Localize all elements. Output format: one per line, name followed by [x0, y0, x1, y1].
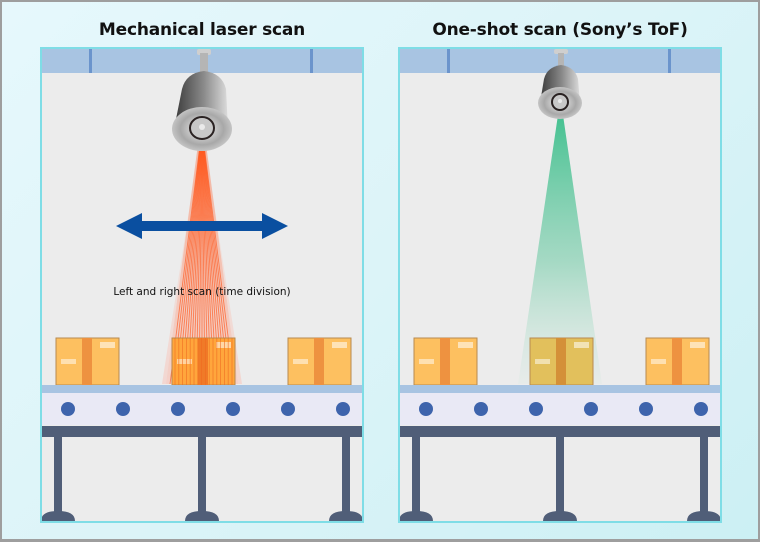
roller-icon	[639, 402, 653, 416]
conveyor-belt	[42, 385, 362, 393]
box-tape	[198, 338, 208, 385]
conveyor-leg	[412, 437, 420, 517]
left-panel-title: Mechanical laser scan	[98, 20, 306, 40]
conveyor-foot	[185, 511, 219, 521]
box-label	[651, 359, 666, 364]
roller-icon	[529, 402, 543, 416]
right-panel-title: One-shot scan (Sony’s ToF)	[432, 20, 688, 40]
conveyor-leg	[556, 437, 564, 517]
ceiling-post	[668, 49, 671, 73]
ceiling-post	[310, 49, 313, 73]
box-group	[55, 337, 352, 386]
conveyor-frame	[400, 426, 720, 437]
box-label	[332, 342, 347, 348]
box-label	[419, 359, 434, 364]
camera-icon	[172, 49, 232, 151]
box-label	[458, 342, 473, 348]
camera-icon	[538, 49, 582, 119]
conveyor-body	[400, 393, 720, 425]
box-label	[61, 359, 76, 364]
box-group	[413, 337, 710, 386]
conveyor-belt	[400, 385, 720, 393]
box-label	[690, 342, 705, 348]
box-label	[100, 342, 115, 348]
box-tape	[314, 338, 324, 385]
conveyor-foot	[329, 511, 362, 521]
box-tape	[672, 338, 682, 385]
box-icon	[55, 337, 120, 386]
roller-icon	[171, 402, 185, 416]
conveyor-foot	[400, 511, 433, 521]
left-panel: Left and right scan (time division)	[40, 47, 364, 523]
box-icon	[413, 337, 478, 386]
roller-icon	[281, 402, 295, 416]
ceiling-post	[447, 49, 450, 73]
ceiling-post	[89, 49, 92, 73]
box-label	[535, 359, 550, 364]
left-right-arrow-icon	[116, 213, 288, 239]
conveyor-leg	[198, 437, 206, 517]
tof-beam	[518, 115, 602, 384]
conveyor-foot	[687, 511, 720, 521]
roller-icon	[474, 402, 488, 416]
box-tape	[82, 338, 92, 385]
conveyor-leg	[342, 437, 350, 517]
scan-annotation: Left and right scan (time division)	[113, 286, 291, 298]
roller-icon	[116, 402, 130, 416]
box-icon	[645, 337, 710, 386]
right-scene	[400, 49, 720, 521]
left-scene	[42, 49, 362, 521]
box-icon	[529, 337, 594, 386]
box-icon	[287, 337, 352, 386]
conveyor-foot	[543, 511, 577, 521]
conveyor-leg	[700, 437, 708, 517]
roller-icon	[584, 402, 598, 416]
box-label	[293, 359, 308, 364]
conveyor-body	[42, 393, 362, 425]
roller-icon	[336, 402, 350, 416]
conveyor-leg	[54, 437, 62, 517]
box-tape	[440, 338, 450, 385]
right-panel	[398, 47, 722, 523]
box-label	[574, 342, 589, 348]
roller-icon	[694, 402, 708, 416]
conveyor	[42, 385, 362, 521]
roller-icon	[61, 402, 75, 416]
conveyor-frame	[42, 426, 362, 437]
conveyor	[400, 385, 720, 521]
box-icon	[171, 337, 236, 386]
roller-icon	[226, 402, 240, 416]
box-tape	[556, 338, 566, 385]
conveyor-foot	[42, 511, 75, 521]
roller-icon	[419, 402, 433, 416]
box-label	[177, 359, 192, 364]
box-label	[216, 342, 231, 348]
